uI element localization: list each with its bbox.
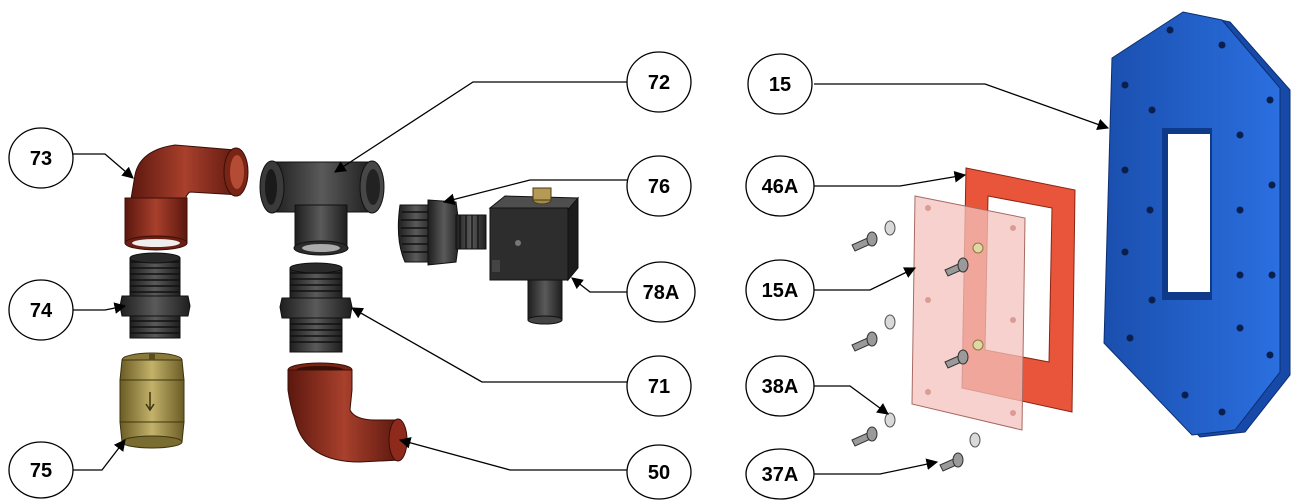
callout-15: 15 (747, 53, 813, 115)
bolts-and-washers (851, 220, 981, 472)
callout-38a-label: 38A (762, 376, 799, 398)
callout-15-label: 15 (769, 74, 791, 96)
sensor-block-78a (488, 187, 580, 325)
callout-50-label: 50 (648, 462, 670, 484)
hex-nipple-74 (119, 252, 191, 339)
blue-plate-15 (1103, 11, 1291, 438)
callout-74: 74 (8, 279, 74, 341)
callout-50: 50 (626, 444, 692, 500)
callout-37a-label: 37A (762, 464, 799, 486)
elbow-50 (287, 362, 408, 463)
callout-78a-label: 78A (643, 282, 680, 304)
callout-72: 72 (626, 51, 692, 113)
leader-37a (814, 458, 939, 475)
leader-lines (73, 81, 1110, 475)
callout-76-label: 76 (648, 176, 670, 198)
callout-46a-label: 46A (762, 176, 799, 198)
clear-plate-15a (911, 195, 1026, 431)
callouts: 73 74 75 72 76 78A 71 50 (8, 51, 815, 500)
callout-72-label: 72 (648, 72, 670, 94)
callout-37a: 37A (745, 448, 815, 500)
leader-73 (73, 153, 134, 179)
callout-38a: 38A (745, 355, 815, 417)
callout-78a: 78A (626, 261, 696, 323)
leader-15 (814, 83, 1110, 130)
callout-15a: 15A (745, 259, 815, 321)
hex-nipple-71 (279, 262, 353, 353)
leader-76 (442, 179, 628, 206)
callout-15a-label: 15A (762, 280, 799, 302)
leader-75 (73, 439, 126, 471)
leader-38a (814, 385, 889, 415)
check-valve-75 (119, 352, 185, 449)
leader-15a (814, 267, 917, 291)
tee-72 (259, 160, 385, 256)
callout-76: 76 (626, 155, 692, 217)
leader-72 (334, 81, 628, 173)
adapter-76 (397, 199, 487, 266)
callout-75: 75 (8, 441, 74, 499)
callout-46a: 46A (745, 155, 815, 217)
callout-74-label: 74 (30, 300, 53, 322)
callout-75-label: 75 (30, 460, 52, 482)
callout-71-label: 71 (648, 376, 670, 398)
leader-74 (73, 302, 127, 314)
callout-73-label: 73 (30, 148, 52, 170)
leader-71 (350, 307, 628, 383)
callout-71: 71 (626, 355, 692, 417)
callout-73: 73 (8, 127, 74, 189)
leader-78a (571, 277, 628, 293)
elbow-73 (124, 144, 249, 251)
leader-46a (814, 170, 967, 187)
leader-50 (398, 437, 628, 471)
